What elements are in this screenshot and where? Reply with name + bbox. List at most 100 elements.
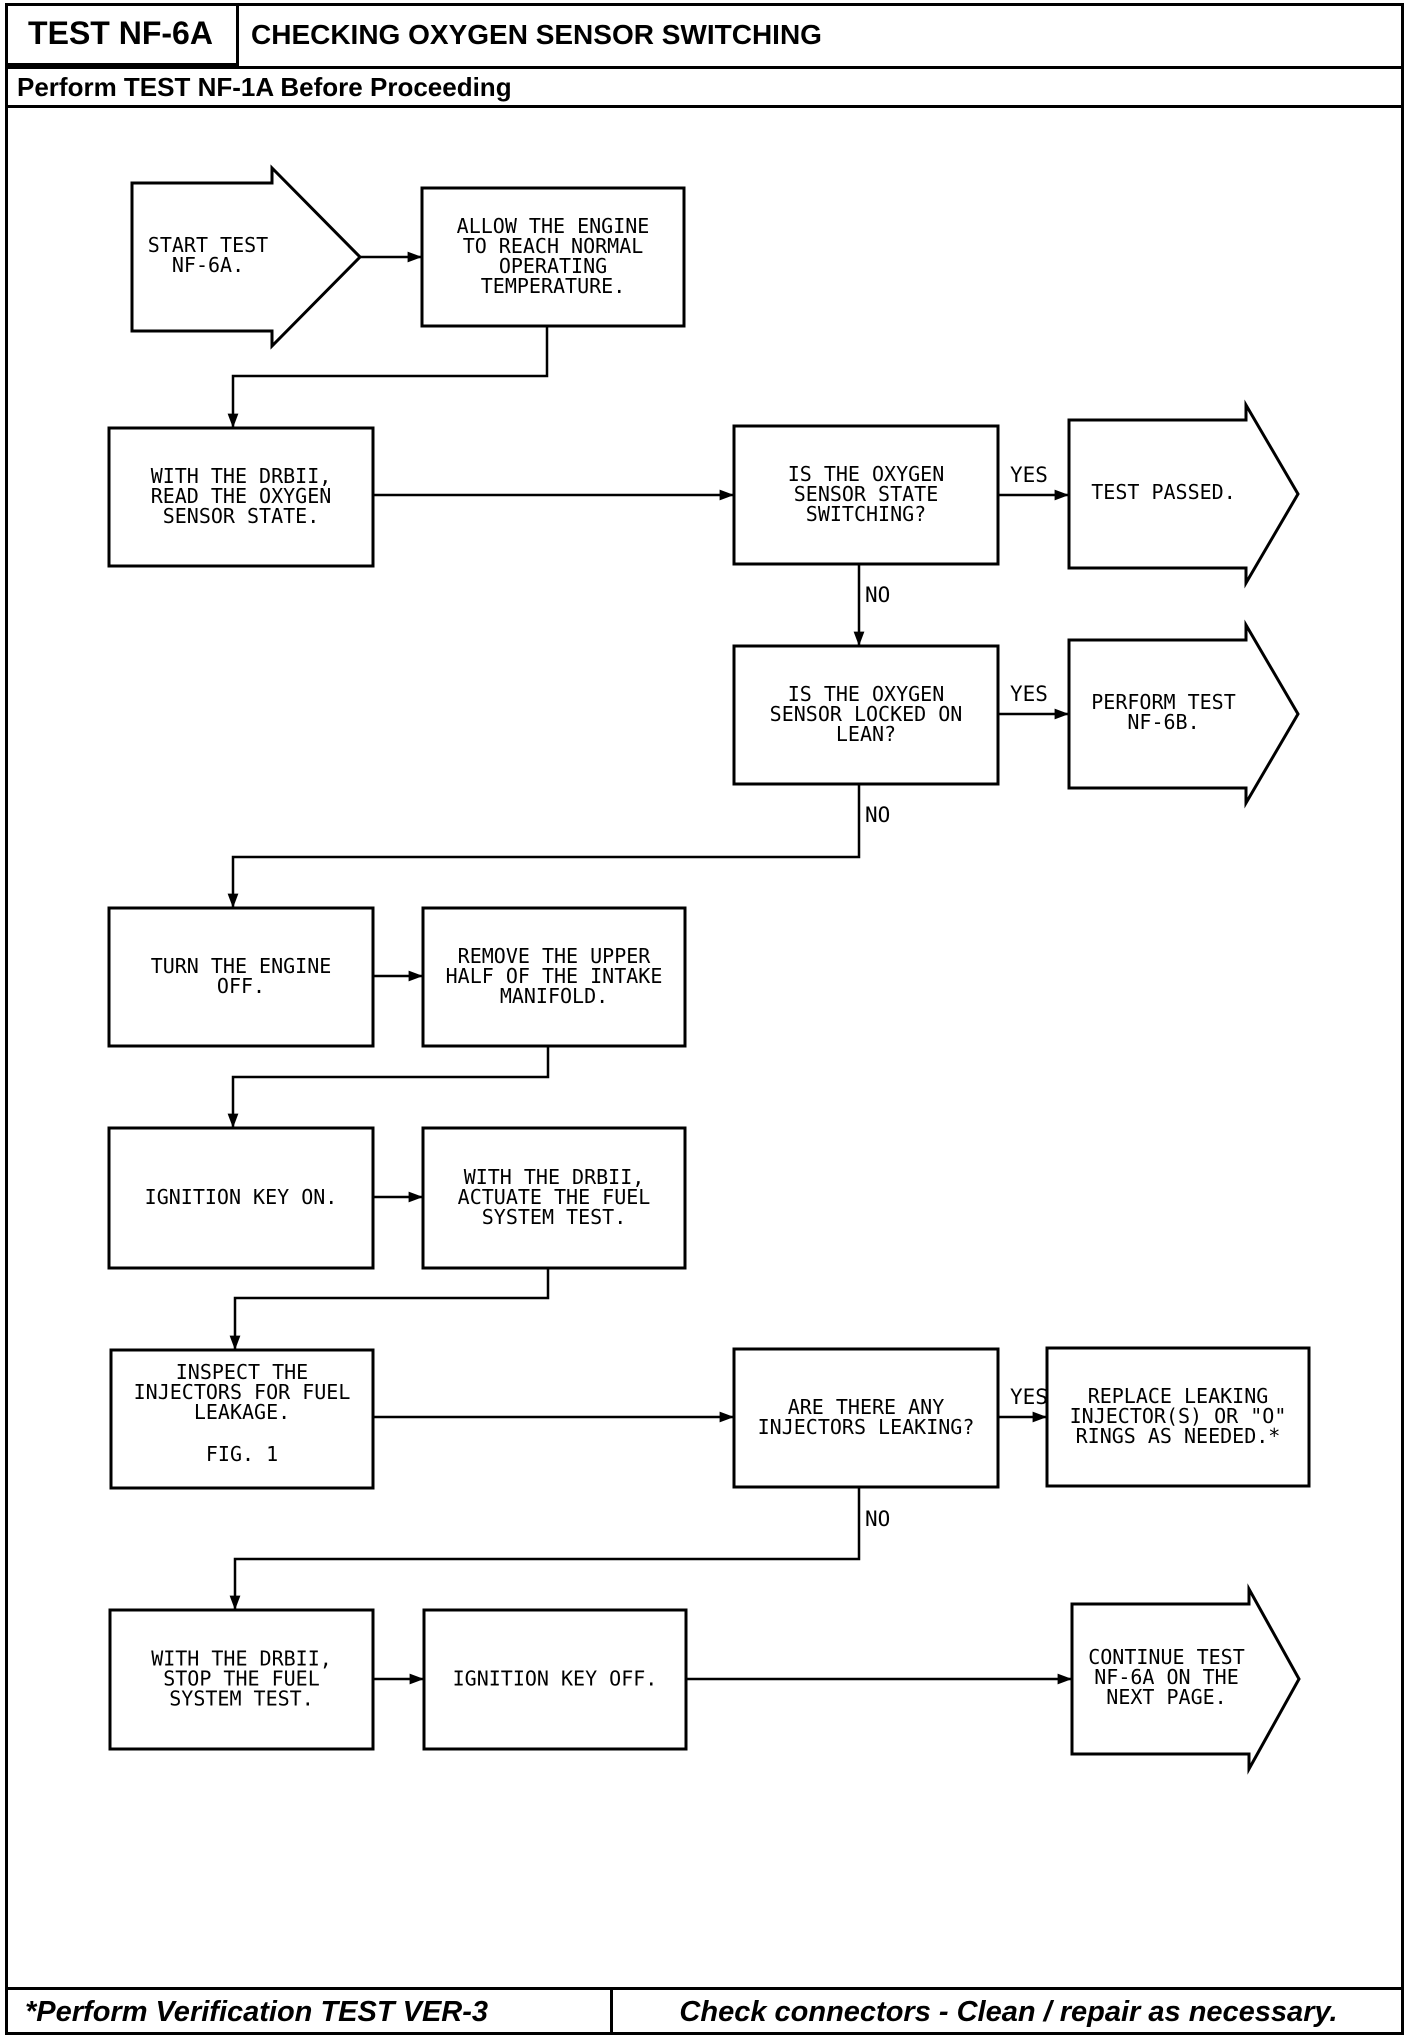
turn-engine-off-step-box: [107, 906, 375, 1048]
read-o2-state-step-text: READ THE OXYGEN: [151, 484, 332, 508]
page-frame: [5, 3, 1404, 2035]
test-passed-arrow: TEST PASSED.: [1067, 399, 1300, 589]
inspect-injectors-step-box: [109, 1348, 375, 1490]
ignition-off-step: IGNITION KEY OFF.: [422, 1608, 688, 1751]
ignition-on-step-box: [107, 1126, 375, 1270]
replace-leaking-step-box: [1045, 1346, 1311, 1488]
o2-switching-question-text: SENSOR STATE: [794, 482, 939, 506]
stop-fuel-test-step-text: WITH THE DRBII,: [151, 1647, 332, 1671]
verification-note: *Perform Verification TEST VER-3: [5, 1987, 613, 2035]
perform-nf6b-arrow-shape: [1067, 619, 1300, 809]
yes-label: YES: [1010, 682, 1048, 706]
actuate-fuel-step-text: WITH THE DRBII,: [464, 1165, 645, 1189]
yes-label: YES: [1010, 1385, 1048, 1409]
inspect-injectors-step-text: INSPECT THE: [176, 1360, 308, 1384]
remove-upper-half-step-text: HALF OF THE INTAKE: [446, 964, 663, 988]
arrowhead: [719, 1411, 734, 1423]
arrowhead: [409, 1673, 424, 1685]
arrowhead: [1054, 489, 1069, 501]
ignition-on-step: IGNITION KEY ON.: [107, 1126, 375, 1270]
remove-upper-half-step-text: MANIFOLD.: [500, 984, 608, 1008]
test-id-label: TEST NF-6A: [5, 3, 239, 66]
read-o2-state-step-text: SENSOR STATE.: [163, 504, 320, 528]
remove-upper-half-step-text: REMOVE THE UPPER: [458, 944, 652, 968]
allow-engine-step-text: TEMPERATURE.: [481, 274, 626, 298]
arrowhead: [1032, 1411, 1047, 1423]
start-arrow-shape: [130, 164, 363, 350]
no-label: NO: [865, 803, 890, 827]
o2-switching-question-text: SWITCHING?: [806, 502, 926, 526]
turn-engine-off-step-text: TURN THE ENGINE: [151, 954, 332, 978]
connector-leaking-stop: [233, 1487, 861, 1610]
yes-label: YES: [1010, 463, 1048, 487]
o2-locked-lean-question-text: LEAN?: [836, 722, 896, 746]
turn-engine-off-step-text: OFF.: [217, 974, 265, 998]
continue-test-arrow-text: NF-6A ON THE: [1094, 1665, 1239, 1689]
arrowhead: [1057, 1673, 1072, 1685]
allow-engine-step-text: TO REACH NORMAL: [463, 234, 644, 258]
perform-nf6b-arrow-text: PERFORM TEST: [1091, 690, 1236, 714]
replace-leaking-step-text: INJECTOR(S) OR "O": [1070, 1404, 1287, 1428]
start-arrow-text: START TEST: [148, 233, 268, 257]
ignition-off-step-text: IGNITION KEY OFF.: [453, 1667, 658, 1691]
connector-allow-read: [231, 326, 549, 428]
test-passed-arrow-shape: [1067, 399, 1300, 589]
injectors-leaking-question-text: INJECTORS LEAKING?: [758, 1415, 975, 1439]
ignition-off-step-box: [422, 1608, 688, 1751]
arrowhead: [227, 893, 239, 908]
o2-switching-question-text: IS THE OXYGEN: [788, 462, 945, 486]
o2-locked-lean-question-box: [732, 644, 1000, 786]
stop-fuel-test-step-box: [108, 1608, 375, 1751]
arrowhead: [227, 1113, 239, 1128]
replace-leaking-step-text: REPLACE LEAKING: [1088, 1384, 1269, 1408]
arrowhead: [229, 1335, 241, 1350]
page-title: CHECKING OXYGEN SENSOR SWITCHING: [251, 18, 822, 50]
arrowhead: [408, 1191, 423, 1203]
injectors-leaking-question-text: ARE THERE ANY: [788, 1395, 945, 1419]
arrowhead: [227, 413, 239, 428]
o2-locked-lean-question-text: IS THE OXYGEN: [788, 682, 945, 706]
o2-switching-question-box: [732, 424, 1000, 566]
arrowhead: [408, 970, 423, 982]
prerequisite-note: Perform TEST NF-1A Before Proceeding: [5, 66, 1404, 108]
continue-test-arrow-shape: [1070, 1583, 1301, 1775]
allow-engine-step-text: OPERATING: [499, 254, 607, 278]
actuate-fuel-step-text: SYSTEM TEST.: [482, 1205, 627, 1229]
o2-locked-lean-question-text: SENSOR LOCKED ON: [770, 702, 963, 726]
no-label: NO: [865, 1507, 890, 1531]
ignition-on-step-text: IGNITION KEY ON.: [145, 1185, 338, 1209]
continue-test-arrow-text: CONTINUE TEST: [1088, 1645, 1245, 1669]
test-passed-arrow-text: TEST PASSED.: [1091, 480, 1236, 504]
stop-fuel-test-step-text: SYSTEM TEST.: [169, 1687, 314, 1711]
arrowhead: [853, 631, 865, 646]
actuate-fuel-step-text: ACTUATE THE FUEL: [458, 1185, 651, 1209]
stop-fuel-test-step-text: STOP THE FUEL: [163, 1667, 320, 1691]
connector-note: Check connectors - Clean / repair as nec…: [613, 1987, 1404, 2035]
actuate-fuel-step-box: [421, 1126, 687, 1270]
connector-remove-ignition: [231, 1046, 550, 1128]
connector-lean-turnoff: [231, 784, 861, 908]
inspect-injectors-step-text: INJECTORS FOR FUEL: [134, 1380, 351, 1404]
allow-engine-step-box: [420, 186, 686, 328]
no-label: NO: [865, 583, 890, 607]
arrowhead: [407, 251, 422, 263]
start-arrow-text: NF-6A.: [172, 253, 244, 277]
inspect-injectors-step-text: LEAKAGE.: [194, 1400, 290, 1424]
allow-engine-step-text: ALLOW THE ENGINE: [457, 214, 650, 238]
read-o2-state-step-box: [107, 426, 375, 568]
connector-actuate-inspect: [233, 1268, 550, 1350]
arrowhead: [719, 489, 734, 501]
